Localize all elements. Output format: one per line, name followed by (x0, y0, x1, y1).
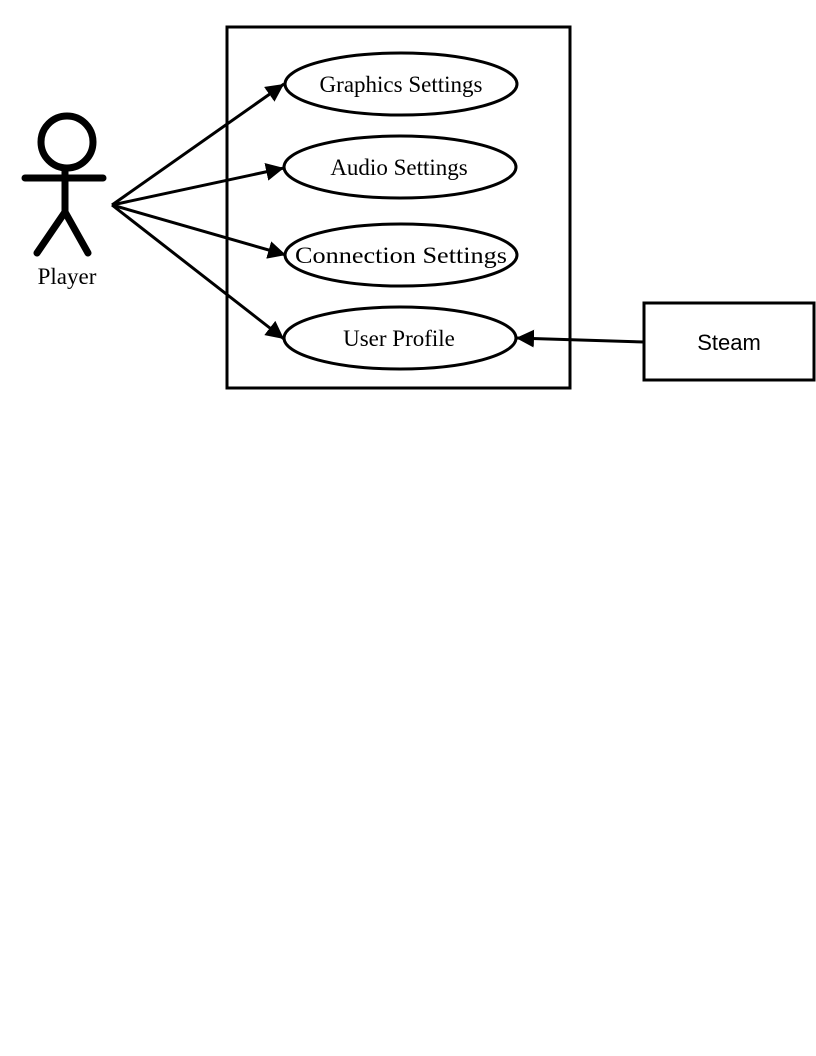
association-connection-settings (111, 203, 287, 259)
system-boundary (225, 25, 572, 390)
external-system-steam: Steam (642, 301, 816, 382)
use-case-connection-settings: Connection Settings (283, 222, 519, 288)
use-case-audio-settings: Audio Settings (282, 134, 518, 200)
use-case-label: Connection Settings (295, 243, 507, 268)
stick-figure-icon (21, 112, 107, 257)
association-user-profile (111, 203, 285, 341)
external-system-label: Steam (697, 330, 761, 355)
use-case-label: Audio Settings (330, 155, 467, 180)
association-audio-settings (111, 162, 285, 207)
player-actor: Player (21, 112, 107, 289)
association-graphics-settings (111, 82, 285, 207)
association-steam-user-profile (515, 329, 645, 348)
use-case-graphics-settings: Graphics Settings (283, 51, 519, 117)
use-case-user-profile: User Profile (282, 305, 518, 371)
actor-label: Player (38, 264, 97, 289)
use-case-label: User Profile (343, 326, 455, 351)
associations (111, 82, 645, 348)
use-case-label: Graphics Settings (320, 72, 483, 97)
